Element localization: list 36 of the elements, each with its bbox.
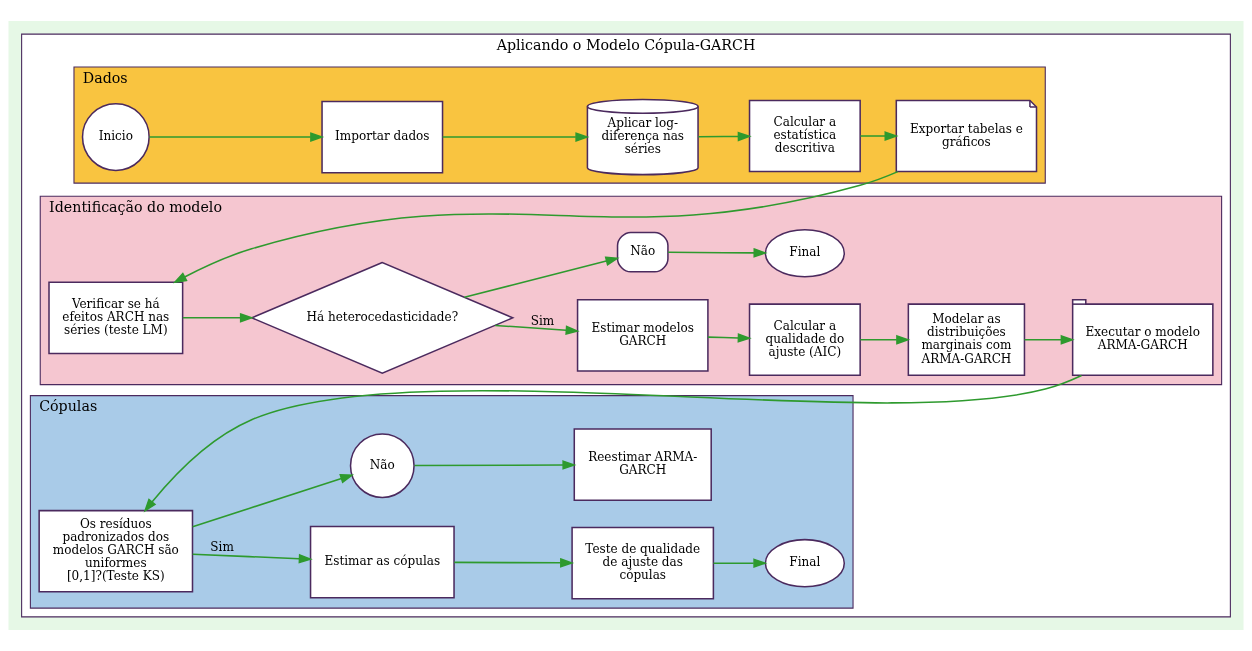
- node-box: Importar dados: [321, 100, 444, 174]
- arrow: [191, 553, 313, 564]
- edge-label: Sim: [210, 539, 234, 554]
- arrow: [667, 247, 768, 258]
- arrow: [172, 170, 899, 284]
- node-box: Calcular a qualidade do ajuste (AIC): [748, 303, 861, 377]
- node-box: Verificar se há efeitos ARCH nas séries (teste LM): [48, 281, 184, 355]
- node-box: Modelar as distribuições marginais com ARMA-GARCH: [907, 303, 1026, 377]
- arrow: [413, 460, 577, 470]
- node-box: Os resíduos padronizados dos modelos GARCH são uniformes [0,1]?(Teste KS): [38, 509, 194, 593]
- arrow: [859, 334, 911, 345]
- arrow: [191, 474, 355, 528]
- arrow: [143, 374, 1083, 513]
- arrow: [712, 558, 768, 569]
- arrow: [463, 256, 620, 298]
- arrow: [494, 324, 580, 336]
- arrow: [1023, 334, 1075, 345]
- arrow: [148, 132, 325, 142]
- arrow: [453, 557, 575, 568]
- arrow: [859, 131, 899, 141]
- arrow: [697, 131, 752, 142]
- arrow: [182, 312, 254, 323]
- node-box: Estimar as cópulas: [309, 525, 455, 599]
- node-box: Estimar modelos GARCH: [576, 299, 709, 372]
- node-ellipse: Final: [764, 538, 846, 588]
- node-box: Não: [616, 231, 669, 273]
- arrow: [441, 132, 590, 142]
- node-box: Reestimar ARMA-GARCH: [573, 428, 712, 501]
- arrow: [707, 333, 752, 343]
- node-ellipse: Final: [764, 228, 846, 278]
- node-box: Teste de qualidade de ajuste das cópulas: [571, 526, 715, 600]
- edge-label: Sim: [530, 314, 555, 329]
- node-circle: Inicio: [81, 103, 150, 172]
- node-box: Calcular a estatística descritiva: [748, 99, 861, 173]
- node-circle: Não: [349, 433, 415, 499]
- node-diamond: Há heterocedasticidade?: [249, 261, 515, 374]
